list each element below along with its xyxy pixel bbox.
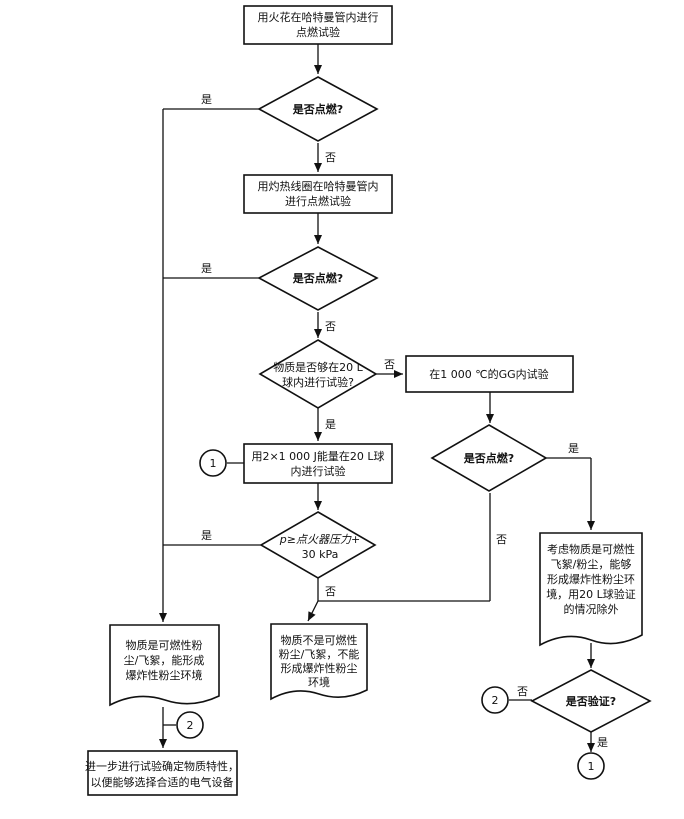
decision-20l-sphere-suitable-line-1: 物质是否够在20 L — [273, 360, 363, 374]
node-hot-coil-test: 用灼热线圈在哈特曼管内 进行点燃试验 — [243, 174, 393, 214]
doc-not-combustible-line-2: 粉尘/飞絮，不能 — [279, 647, 360, 661]
decision-gg-ignited: 是否点燃? — [430, 424, 548, 492]
doc-not-combustible: 物质不是可燃性 粉尘/飞絮，不能 形成爆炸性粉尘 环境 — [270, 623, 368, 701]
decision-pressure-line-1: p≥点火器压力+ — [279, 533, 360, 546]
doc-combustible-line-1: 物质是可燃性粉 — [126, 638, 203, 652]
doc-combustible: 物质是可燃性粉 尘/飞絮，能形成 爆炸性粉尘环境 — [109, 624, 220, 707]
decision-ignited-2-label: 是否点燃? — [292, 271, 343, 285]
decision-ignited-1-label: 是否点燃? — [292, 102, 343, 116]
edge-label-no-d2: 否 — [325, 320, 336, 333]
connector-lines — [159, 44, 595, 752]
doc-consider-combustible-line-2: 飞絮/粉尘，能够 — [551, 557, 632, 571]
decision-pressure: p≥点火器压力+ 30 kPa — [259, 511, 377, 579]
connector-2-left: 2 — [176, 711, 204, 739]
node-further-testing-line-1: 进一步进行试验确定物质特性， — [85, 759, 239, 773]
doc-combustible-line-3: 爆炸性粉尘环境 — [126, 668, 203, 682]
decision-20l-sphere-suitable: 物质是否够在20 L 球内进行试验? — [258, 339, 378, 409]
connector-2-right: 2 — [481, 686, 509, 714]
edge-label-yes-d2: 是 — [201, 262, 212, 275]
doc-not-combustible-line-3: 形成爆炸性粉尘 — [281, 661, 358, 675]
doc-not-combustible-line-1: 物质不是可燃性 — [281, 633, 358, 647]
connector-1-bottom-label: 1 — [588, 760, 595, 773]
decision-verified: 是否验证? — [530, 669, 652, 733]
edge-label-no-gg: 否 — [496, 533, 507, 546]
edge-label-no-d3: 否 — [384, 358, 395, 371]
edge-label-yes-d3: 是 — [325, 418, 336, 431]
connector-2-right-label: 2 — [492, 694, 499, 707]
node-gg-test: 在1 000 ℃的GG内试验 — [405, 355, 574, 393]
edge-label-no-d4: 否 — [325, 585, 336, 598]
connector-1-left: 1 — [199, 449, 227, 477]
doc-consider-combustible: 考虑物质是可燃性 飞絮/粉尘，能够 形成爆炸性粉尘环 境，用20 L球验证 的情… — [539, 532, 643, 647]
node-20l-sphere-test-line-1: 用2×1 000 J能量在20 L球 — [251, 449, 384, 463]
edge-label-yes-d4: 是 — [201, 529, 212, 542]
node-spark-test: 用火花在哈特曼管内进行 点燃试验 — [243, 5, 393, 45]
doc-not-combustible-line-4: 环境 — [308, 675, 330, 689]
node-further-testing: 进一步进行试验确定物质特性， 以便能够选择合适的电气设备 — [85, 750, 239, 796]
decision-verified-label: 是否验证? — [565, 694, 616, 708]
decision-ignited-2: 是否点燃? — [257, 246, 379, 311]
node-hot-coil-test-line-2: 进行点燃试验 — [285, 194, 351, 208]
edge-label-yes-verify: 是 — [597, 736, 608, 749]
edge-label-yes-gg: 是 — [568, 442, 579, 455]
node-spark-test-line-2: 点燃试验 — [296, 25, 340, 39]
doc-consider-combustible-line-4: 境，用20 L球验证 — [546, 587, 636, 601]
doc-consider-combustible-line-3: 形成爆炸性粉尘环 — [547, 572, 635, 586]
node-spark-test-line-1: 用火花在哈特曼管内进行 — [258, 10, 379, 24]
connector-1-bottom: 1 — [577, 752, 605, 780]
decision-pressure-line-2: 30 kPa — [302, 548, 339, 561]
node-gg-test-label: 在1 000 ℃的GG内试验 — [429, 367, 548, 381]
connector-1-left-label: 1 — [210, 457, 217, 470]
edge-label-yes-d1: 是 — [201, 93, 212, 106]
edge-label-no-d1: 否 — [325, 151, 336, 164]
node-20l-sphere-test: 用2×1 000 J能量在20 L球 内进行试验 — [243, 443, 393, 484]
node-hot-coil-test-line-1: 用灼热线圈在哈特曼管内 — [258, 179, 379, 193]
edge-label-no-verify: 否 — [517, 685, 528, 698]
doc-consider-combustible-line-5: 的情况除外 — [564, 602, 619, 616]
connector-2-left-label: 2 — [187, 719, 194, 732]
decision-gg-ignited-label: 是否点燃? — [463, 451, 514, 465]
node-further-testing-line-2: 以便能够选择合适的电气设备 — [91, 775, 234, 789]
decision-ignited-1: 是否点燃? — [257, 76, 379, 142]
doc-consider-combustible-line-1: 考虑物质是可燃性 — [547, 542, 635, 556]
decision-20l-sphere-suitable-line-2: 球内进行试验? — [282, 375, 354, 389]
doc-combustible-line-2: 尘/飞絮，能形成 — [124, 653, 205, 667]
node-20l-sphere-test-line-2: 内进行试验 — [291, 464, 346, 478]
